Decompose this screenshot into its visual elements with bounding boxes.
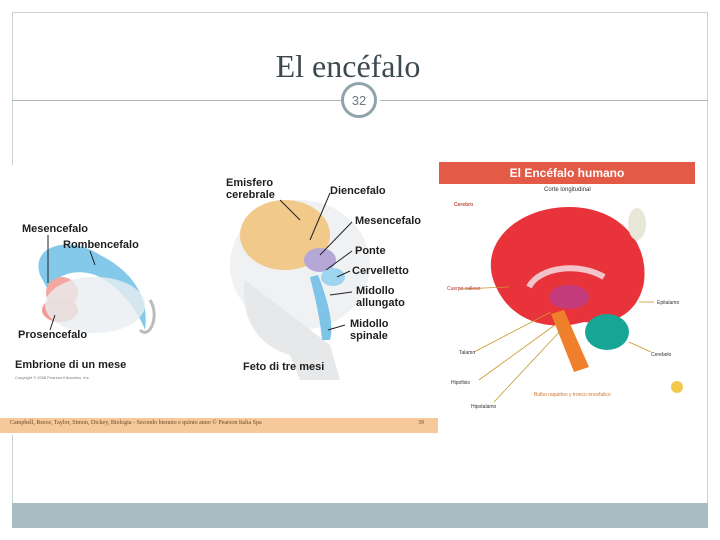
label-prosencefalo: Prosencefalo [18, 329, 87, 341]
label-bulbo: Bulbo raquideo y tronco encefalico [534, 392, 611, 398]
caption-embrione: Embrione di un mese [15, 359, 126, 371]
footer-bar [12, 503, 708, 528]
label-mesencefalo-embryo: Mesencefalo [22, 223, 88, 235]
human-brain-figure: El Encéfalo humano Corte longitudinal Ce… [439, 162, 695, 414]
figure-header: El Encéfalo humano [439, 162, 695, 184]
title-divider-left [12, 100, 342, 101]
label-hipotalamo: Hipotalamo [471, 404, 496, 410]
label-rombencefalo: Rombencefalo [63, 239, 139, 251]
label-diencefalo: Diencefalo [330, 185, 386, 197]
label-talamo: Talamo [459, 350, 475, 356]
label-ponte: Ponte [355, 245, 386, 257]
label-cuerpo-calloso: Cuerpo calloso [447, 286, 480, 292]
citation-text: Campbell, Reece, Taylor, Simon, Dickey, … [10, 420, 262, 426]
label-cerebro: Cerebro [454, 202, 473, 208]
caption-feto: Feto di tre mesi [243, 361, 324, 373]
citation-page: 39 [418, 420, 424, 426]
citation-strip: Campbell, Reece, Taylor, Simon, Dickey, … [0, 418, 438, 433]
page-number-badge: 32 [341, 82, 377, 118]
label-epitalamo: Epitalamo [657, 300, 679, 306]
label-cervelletto: Cervelletto [352, 265, 409, 277]
slide-title: El encéfalo [0, 48, 696, 85]
copyright-text: Copyright © 2008 Pearson Education, Inc. [15, 375, 90, 380]
figure-subtitle: Corte longitudinal [544, 187, 591, 193]
label-hipofisis: Hipofisis [451, 380, 470, 386]
label-cerebelo: Cerebelo [651, 352, 671, 358]
title-divider-right [380, 100, 708, 101]
label-mesencefalo-fetus: Mesencefalo [355, 215, 421, 227]
